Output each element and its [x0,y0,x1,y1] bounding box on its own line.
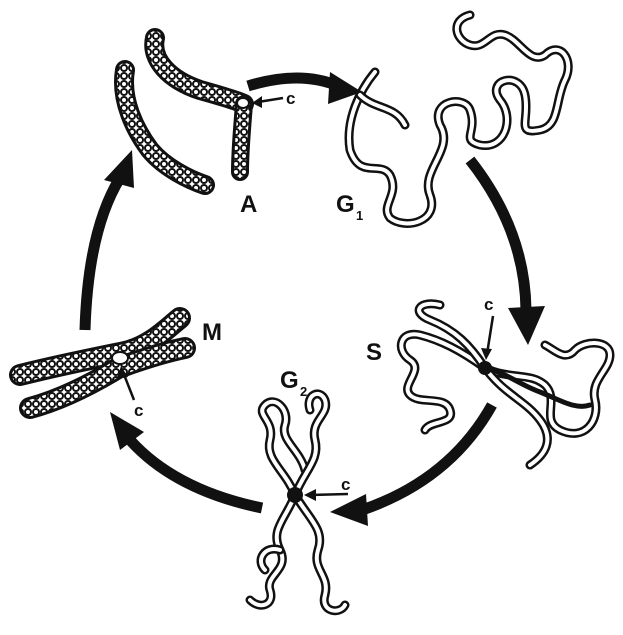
cycle-arrow-g1-to-s [470,160,545,345]
phase-label-a: A [240,191,257,218]
centromere-pointer-s: c [481,295,493,360]
cycle-arrow-m-to-a [85,150,134,330]
centromere-label-s: c [484,295,493,314]
chromosome-phase-g2 [250,394,345,611]
centromere-label-g2: c [341,475,350,494]
cycle-arrow-s-to-g2 [330,405,492,526]
cycle-arrow-g2-to-m [110,412,262,508]
phase-label-g1-sub: 1 [356,208,363,223]
centromere-label-a: c [286,89,295,108]
phase-label-m: M [202,319,222,346]
centromere-pointer-a: c [252,89,295,108]
phase-label-g1: G [336,191,355,218]
chromosome-phase-g1 [349,15,568,223]
phase-label-g2: G [280,367,299,394]
phase-label-s: S [366,339,382,366]
chromosome-phase-s [401,304,610,465]
centromere-pointer-g2: c [304,475,350,501]
centromere-label-m: c [134,401,143,420]
phase-label-g2-sub: 2 [300,384,307,399]
cycle-arrow-a-to-g1 [248,72,362,104]
chromosome-phase-a [124,38,249,185]
chromosome-phase-m [20,318,185,408]
